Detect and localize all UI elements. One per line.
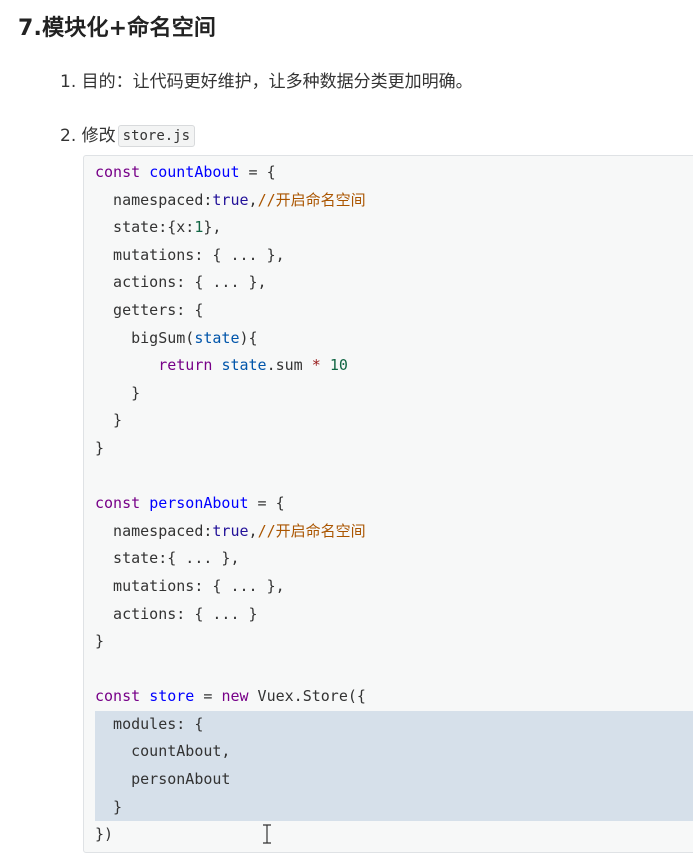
list-text: 修改 [81,126,116,146]
code-text: .sum [266,356,312,375]
code-line-11: } [95,438,105,457]
code-keyword: new [221,687,249,706]
code-keyword: return [158,356,213,375]
code-line-20: const store = new Vuex.Store({ [95,683,366,711]
code-variable: state [221,356,267,375]
list-text: 目的：让代码更好维护，让多种数据分类更加明确。 [81,72,473,92]
code-atom: true [212,521,249,540]
inline-code-filename: store.js [117,125,196,147]
code-line-14: namespaced:true,//开启命名空间 [95,518,366,546]
code-line-24: } [95,797,123,816]
code-comment: //开启命名空间 [257,190,366,209]
code-line-2: namespaced:true,//开启命名空间 [95,187,366,215]
code-block[interactable]: const countAbout = { namespaced:true,//开… [83,155,693,853]
list-number: 1. [60,72,77,92]
code-line-25: }) [95,825,114,844]
code-text: = { [248,494,285,513]
code-text: = [194,687,222,706]
code-line-21: modules: { [95,714,204,733]
code-line-23: personAbout [95,770,231,789]
code-text: state:{x: [95,218,195,237]
code-comment: //开启命名空间 [257,521,366,540]
code-text: namespaced: [95,190,213,209]
code-text: = { [239,163,276,181]
code-text: namespaced: [95,521,213,540]
code-line-4: mutations: { ... }, [95,245,285,264]
code-line-blank [95,656,366,684]
code-definition: store [149,687,195,706]
code-line-18: } [95,632,105,651]
code-keyword: const [95,163,141,181]
code-line-7: bigSum(state){ [95,325,366,353]
code-text: }, [203,218,222,237]
code-line-8: return state.sum * 10 [95,352,366,380]
code-line-1: const countAbout = { [95,159,366,187]
code-text: bigSum( [95,328,195,347]
code-keyword: const [95,494,141,513]
text-selection-highlight [95,711,693,821]
code-line-22: countAbout, [95,742,231,761]
code-line-9: } [95,383,141,402]
code-line-6: getters: { [95,300,204,319]
code-line-15: state:{ ... }, [95,549,240,568]
code-line-17: actions: { ... } [95,604,258,623]
code-definition: countAbout [149,163,240,181]
code-definition: personAbout [149,494,249,513]
code-line-16: mutations: { ... }, [95,576,285,595]
code-operator: * [311,356,321,375]
code-text: , [248,521,258,540]
code-keyword: const [95,687,141,706]
code-atom: true [212,190,249,209]
code-line-10: } [95,411,123,430]
code-number: 1 [194,218,204,237]
code-line-13: const personAbout = { [95,490,366,518]
code-line-blank [95,463,366,491]
section-heading: 7.模块化+命名空间 [18,16,217,41]
code-text: Vuex.Store({ [248,687,366,706]
code-text: , [248,190,258,209]
list-number: 2. [60,126,77,146]
code-number: 10 [329,356,348,375]
text-cursor-icon [263,824,271,844]
list-item-purpose: 1. 目的：让代码更好维护，让多种数据分类更加明确。 [60,67,473,92]
code-content[interactable]: const countAbout = { namespaced:true,//开… [95,159,366,849]
code-line-5: actions: { ... }, [95,273,267,292]
code-variable: state [194,328,240,347]
code-line-3: state:{x:1}, [95,214,366,242]
code-text: ){ [239,328,258,347]
